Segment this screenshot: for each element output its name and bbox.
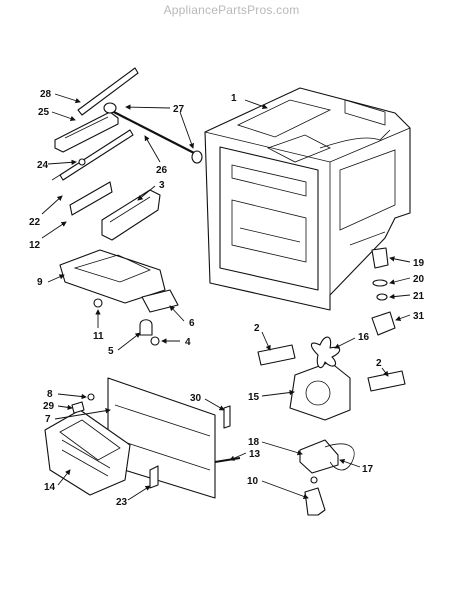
callout-labels: 1 2 2 3 4 5 6 7 8 9 10 11 12 13 14 15 16… (29, 89, 425, 508)
callout-11: 11 (93, 331, 104, 342)
callout-12: 12 (29, 240, 41, 251)
callout-2b: 2 (376, 358, 382, 369)
callout-27: 27 (173, 104, 185, 115)
callout-13: 13 (249, 449, 261, 460)
freezer-basket (204, 87, 411, 311)
callout-22: 22 (29, 217, 41, 228)
callout-29: 29 (43, 401, 55, 412)
callout-19: 19 (413, 258, 425, 269)
callout-26: 26 (156, 165, 168, 176)
callout-30: 30 (190, 393, 202, 404)
callout-3: 3 (159, 180, 165, 191)
callout-2a: 2 (254, 323, 260, 334)
rails-and-rod (51, 67, 203, 241)
callout-31: 31 (413, 311, 425, 322)
callout-9: 9 (37, 277, 43, 288)
watermark: AppliancePartsPros.com (163, 3, 300, 17)
control-cover (59, 249, 179, 346)
callout-14: 14 (44, 482, 56, 493)
leader-lines (41, 93, 411, 501)
callout-15: 15 (248, 392, 260, 403)
callout-23: 23 (116, 497, 128, 508)
callout-10: 10 (247, 476, 259, 487)
callout-28: 28 (40, 89, 52, 100)
callout-1: 1 (231, 93, 237, 104)
fan-assembly (257, 247, 406, 516)
callout-7: 7 (45, 414, 51, 425)
callout-5: 5 (108, 346, 114, 357)
callout-16: 16 (358, 332, 370, 343)
callout-17: 17 (362, 464, 374, 475)
callout-6: 6 (189, 318, 195, 329)
callout-21: 21 (413, 291, 425, 302)
callout-24: 24 (37, 160, 49, 171)
callout-25: 25 (38, 107, 50, 118)
lower-panel-and-grille (44, 377, 241, 499)
callout-4: 4 (185, 337, 191, 348)
callout-8: 8 (47, 389, 53, 400)
callout-20: 20 (413, 274, 425, 285)
callout-18: 18 (248, 437, 260, 448)
